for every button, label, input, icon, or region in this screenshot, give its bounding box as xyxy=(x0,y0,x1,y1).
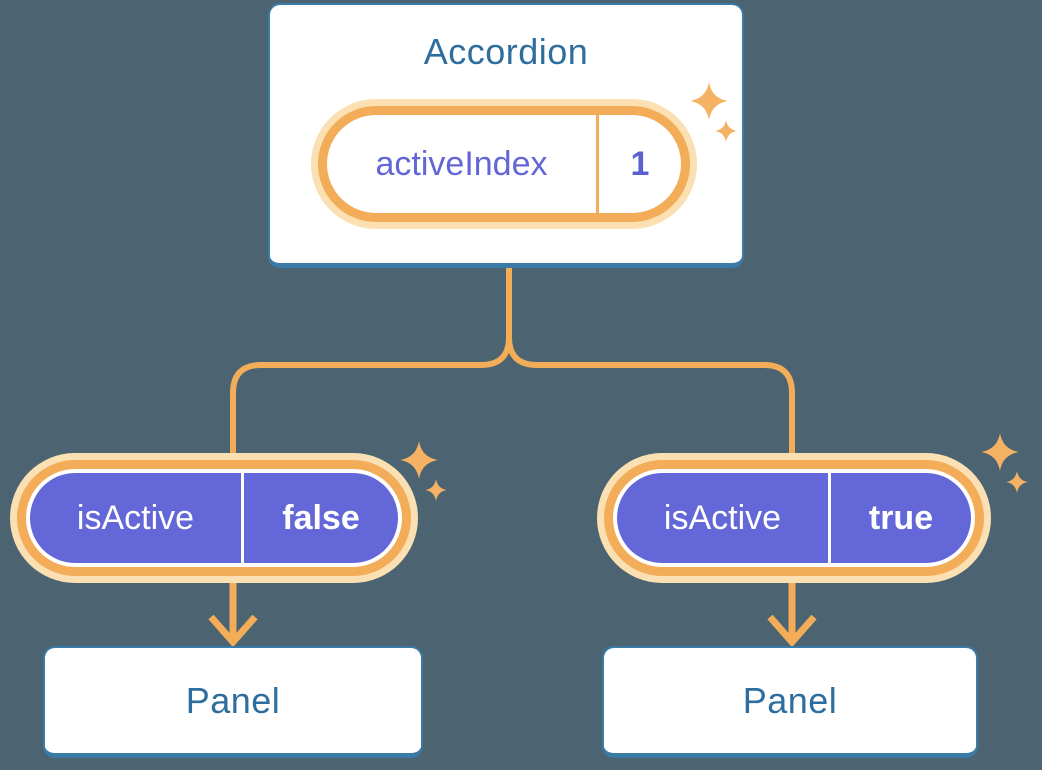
prop-pill-ring: isActive false xyxy=(17,460,411,576)
panel-title: Panel xyxy=(185,679,281,721)
accordion-title: Accordion xyxy=(423,31,589,72)
prop-value: true xyxy=(868,498,934,537)
panel-card: Panel xyxy=(602,646,978,758)
arrow-down-icon xyxy=(767,614,817,648)
prop-pill-body: isActive true xyxy=(617,473,971,563)
state-pill-ring: activeIndex 1 xyxy=(318,106,690,222)
sparkle-large-icon xyxy=(400,441,438,479)
state-value: 1 xyxy=(630,144,650,183)
sparkle-small-icon xyxy=(1006,471,1028,493)
prop-pill-body: isActive false xyxy=(30,473,398,563)
prop-value: false xyxy=(282,498,360,537)
prop-label: isActive xyxy=(663,498,782,537)
prop-pill-true: isActive true xyxy=(597,453,991,583)
prop-pill-ring: isActive true xyxy=(604,460,984,576)
state-pill: activeIndex 1 xyxy=(311,99,697,229)
panel-card: Panel xyxy=(43,646,423,758)
state-pill-divider xyxy=(596,115,599,213)
sparkles-icon xyxy=(981,433,1028,493)
state-label: activeIndex xyxy=(375,144,548,183)
sparkles-icon xyxy=(690,82,737,142)
branch-line-left xyxy=(230,266,512,453)
sparkles-icon xyxy=(400,441,447,501)
branch-line-right xyxy=(506,336,795,453)
sparkle-large-icon xyxy=(690,82,728,120)
prop-pill-false: isActive false xyxy=(10,453,418,583)
sparkle-large-icon xyxy=(981,433,1019,471)
arrow-down-icon xyxy=(208,614,258,648)
sparkle-small-icon xyxy=(425,479,447,501)
prop-pill-divider xyxy=(241,473,244,563)
prop-pill-divider xyxy=(828,473,831,563)
prop-label: isActive xyxy=(76,498,195,537)
sparkle-small-icon xyxy=(715,120,737,142)
panel-title: Panel xyxy=(742,679,838,721)
